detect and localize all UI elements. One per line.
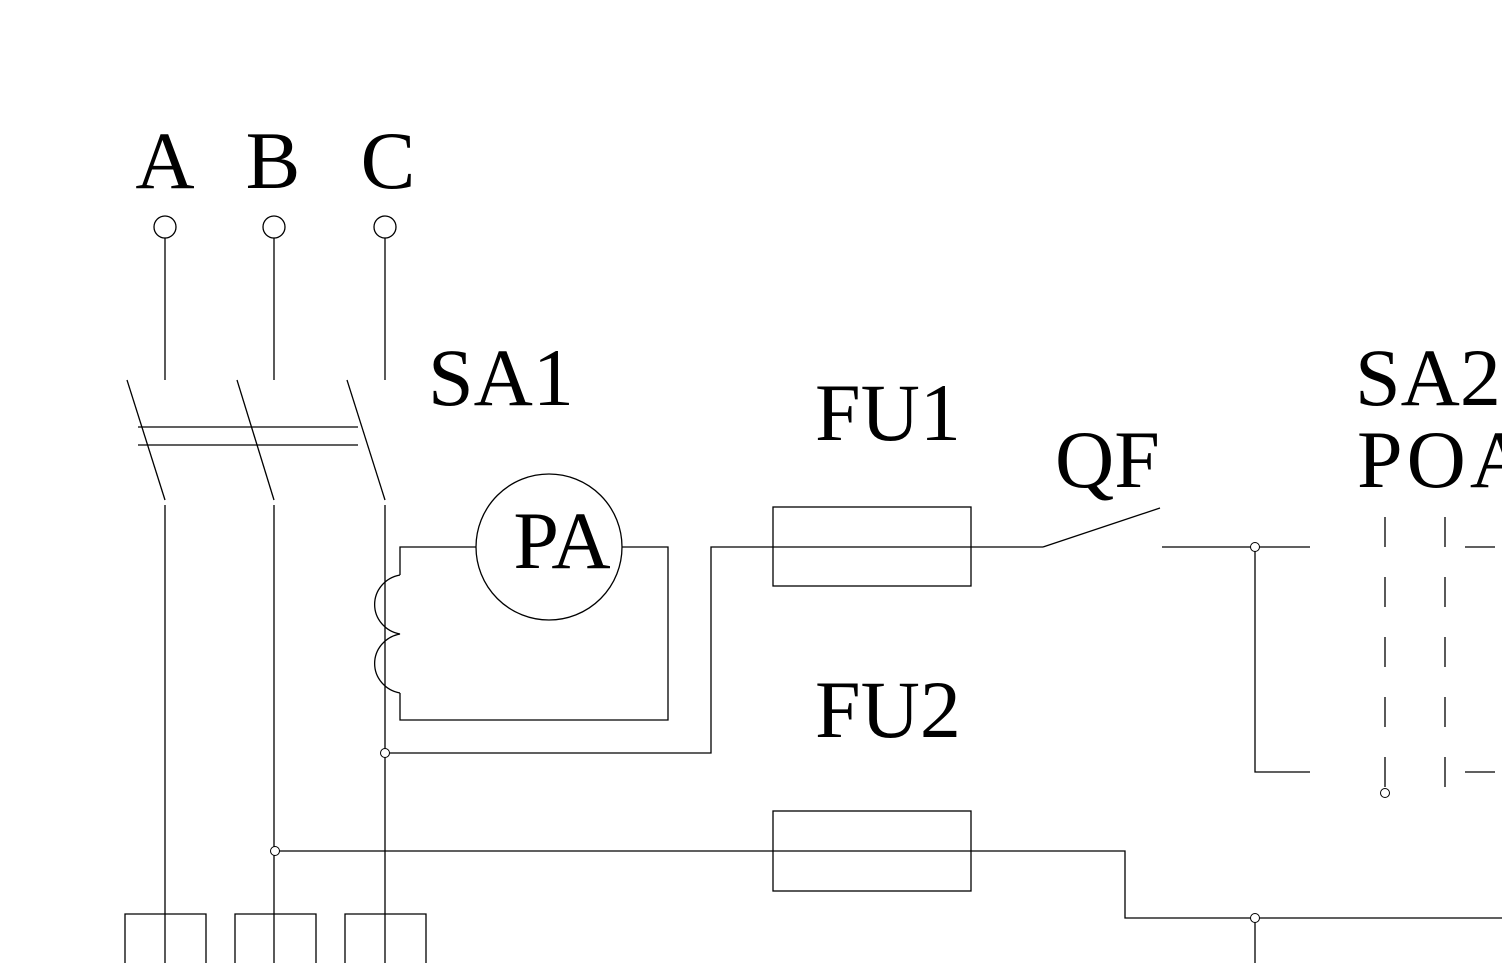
terminal-a bbox=[153, 215, 177, 239]
label-ammeter: PA bbox=[513, 495, 610, 586]
label-switch-sa2: SA2 bbox=[1355, 332, 1501, 423]
breaker-qf bbox=[1042, 507, 1161, 548]
terminal-block-b bbox=[234, 913, 317, 963]
junction-c bbox=[380, 748, 390, 758]
label-switch-sa1: SA1 bbox=[428, 332, 574, 423]
label-breaker-qf: QF bbox=[1055, 414, 1160, 505]
switch-sa1 bbox=[126, 379, 386, 501]
switch-sa2-contacts bbox=[1384, 517, 1502, 790]
wire-branch-down bbox=[1254, 551, 1310, 773]
current-transformer-coil bbox=[374, 574, 401, 694]
fuse-fu2 bbox=[772, 810, 972, 892]
label-fuse-fu1: FU1 bbox=[815, 367, 961, 458]
terminal-block-a bbox=[124, 913, 207, 963]
junction-fu2-out bbox=[1250, 913, 1260, 923]
wire-b-to-fu2 bbox=[279, 850, 1502, 919]
label-phase-c: C bbox=[361, 115, 416, 206]
terminal-block-c bbox=[344, 913, 427, 963]
sa2-contact-node bbox=[1380, 788, 1390, 798]
label-switch-sa2-positions: POA bbox=[1357, 414, 1502, 505]
ammeter-pa bbox=[475, 473, 623, 621]
junction-b bbox=[270, 846, 280, 856]
terminal-b bbox=[262, 215, 286, 239]
ammeter-loop-top bbox=[399, 546, 476, 575]
junction-qf-out bbox=[1250, 542, 1260, 552]
label-fuse-fu2: FU2 bbox=[815, 664, 961, 755]
label-phase-a: A bbox=[135, 115, 194, 206]
label-phase-b: B bbox=[246, 115, 301, 206]
fuse-fu1 bbox=[772, 506, 972, 587]
ammeter-loop-right bbox=[399, 546, 669, 721]
wire-c-to-fu1 bbox=[389, 546, 1043, 754]
terminal-c bbox=[373, 215, 397, 239]
